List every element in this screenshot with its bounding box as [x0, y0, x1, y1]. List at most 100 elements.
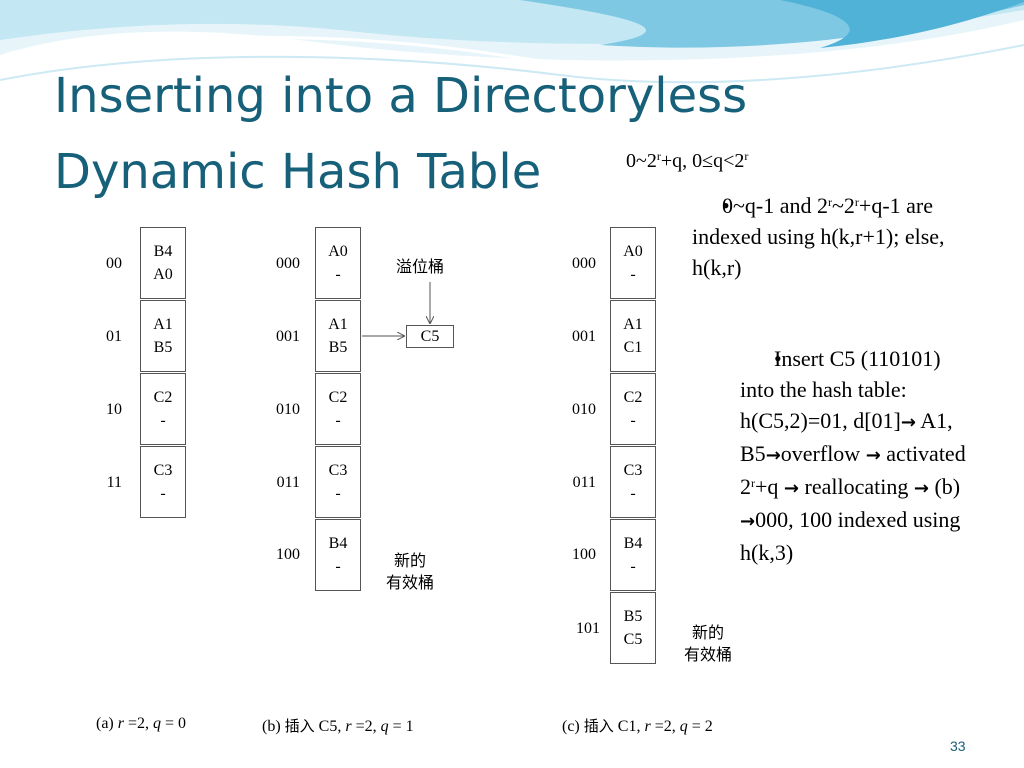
header-wave-decoration — [0, 0, 1024, 84]
bucket-entry: A0 — [328, 243, 348, 260]
caption-text: (c) — [562, 718, 584, 735]
arrow-icon: → — [783, 478, 800, 499]
bullet-text: (b) — [934, 474, 961, 499]
bucket-cell: C2- — [315, 373, 361, 445]
bullet-text: A1, B5 — [740, 408, 953, 466]
arrow-icon: → — [865, 445, 881, 466]
bullet-dot: • — [722, 193, 730, 218]
bullet-text: reallocating — [804, 474, 909, 499]
bucket-entry: - — [630, 558, 636, 575]
caption-a: (a) r =2, q = 0 — [96, 715, 186, 733]
bucket-entry: - — [160, 412, 166, 429]
bucket-entry: - — [335, 266, 341, 283]
bucket-entry: C5 — [623, 631, 643, 648]
bucket-index: 010 — [572, 401, 596, 418]
bucket-entry: A1 — [328, 316, 348, 333]
bucket-entry: B5 — [328, 339, 348, 356]
caption-var: q — [153, 715, 162, 732]
bucket-entry: A0 — [623, 243, 643, 260]
bullet-indexing-rule: •0~q-1 and 2r~2r+q-1 are indexed using h… — [692, 190, 992, 283]
caption-var: r — [345, 718, 352, 735]
bucket-entry: C1 — [623, 339, 643, 356]
bucket-entry: - — [335, 485, 341, 502]
formula-part: +q, 0≤q<2 — [660, 150, 745, 172]
bucket-cell: B4 - — [610, 519, 656, 591]
bucket-entry: C2 — [153, 389, 173, 406]
formula-sup: r — [744, 149, 749, 163]
caption-text: = 0 — [161, 715, 187, 732]
caption-var: q — [679, 718, 688, 735]
bucket-index: 001 — [276, 328, 300, 345]
caption-b: (b) 插入 C5, r =2, q = 1 — [262, 715, 414, 736]
bucket-index: 00 — [106, 255, 122, 272]
bucket-index: 001 — [572, 328, 596, 345]
caption-text: = 1 — [388, 718, 414, 735]
bucket-entry: B4 — [328, 535, 348, 552]
overflow-bucket: C5 — [406, 325, 454, 348]
bucket-entry: - — [630, 485, 636, 502]
bucket-entry: B5 — [153, 339, 173, 356]
new-bucket-label-line: 有效桶 — [684, 645, 733, 664]
bullet-insert-example: •Insert C5 (110101) into the hash table:… — [740, 343, 980, 568]
bullet-text: activated 2 — [740, 441, 966, 499]
caption-text: C1, — [613, 718, 645, 735]
new-bucket-label-line: 新的 — [692, 623, 725, 642]
bucket-index: 01 — [106, 328, 122, 345]
bucket-cell: C3 - — [315, 446, 361, 518]
bucket-cell: C3 - — [140, 446, 186, 518]
bucket-entry: B4 — [623, 535, 643, 552]
bucket-entry: - — [335, 558, 341, 575]
bucket-index: 100 — [572, 546, 596, 563]
bullet-text: ~2 — [832, 193, 855, 218]
caption-var: q — [380, 718, 389, 735]
bullet-sup: r — [828, 195, 832, 209]
new-bucket-label: 新的有效桶 — [386, 550, 434, 594]
caption-c: (c) 插入 C1, r =2, q = 2 — [562, 715, 713, 736]
new-bucket-label-line: 有效桶 — [386, 573, 435, 592]
bucket-entry: - — [160, 485, 166, 502]
bucket-entry: C2 — [623, 389, 643, 406]
bullet-text: Insert C5 (110101) into the hash table: … — [740, 346, 941, 433]
bucket-cell: B4 - — [315, 519, 361, 591]
bucket-index: 000 — [572, 255, 596, 272]
bullet-sup: r — [751, 476, 755, 490]
title-line-1: Inserting into a Directoryless — [54, 68, 748, 124]
title-line-2: Dynamic Hash Table — [54, 144, 542, 200]
bucket-index: 101 — [576, 620, 600, 637]
bucket-entry: C2 — [328, 389, 348, 406]
bucket-entry: C3 — [153, 462, 173, 479]
bucket-index: 011 — [276, 474, 300, 491]
arrow-icon: → — [740, 511, 756, 532]
bucket-entry: A1 — [623, 316, 643, 333]
overflow-bucket-label: 溢位桶 — [396, 257, 445, 276]
formula-part: 0~2 — [626, 150, 657, 172]
page-number: 33 — [950, 738, 966, 754]
range-formula: 0~2r+q, 0≤q<2r — [626, 150, 748, 173]
caption-text: (b) — [262, 718, 285, 735]
arrow-icon: → — [765, 445, 781, 466]
bucket-cell: A0 - — [315, 227, 361, 299]
caption-text: =2, — [351, 718, 381, 735]
caption-text: (a) — [96, 715, 118, 732]
bucket-entry: C3 — [328, 462, 348, 479]
bucket-cell: C3- — [610, 446, 656, 518]
bucket-index: 100 — [276, 546, 300, 563]
bucket-cell: C2 - — [140, 373, 186, 445]
bucket-entry: - — [630, 412, 636, 429]
arrow-icon: → — [913, 478, 929, 499]
bucket-cell: A0- — [610, 227, 656, 299]
new-bucket-label-line: 新的 — [394, 551, 427, 570]
arrow-icon: → — [900, 412, 916, 433]
bullet-sup: r — [854, 195, 859, 209]
bucket-index: 010 — [276, 401, 300, 418]
bucket-entry: A1 — [153, 316, 173, 333]
caption-text: 插入 — [583, 717, 614, 735]
caption-text: =2, — [650, 718, 680, 735]
bucket-index: 10 — [106, 401, 122, 418]
bucket-cell: C2 - — [610, 373, 656, 445]
